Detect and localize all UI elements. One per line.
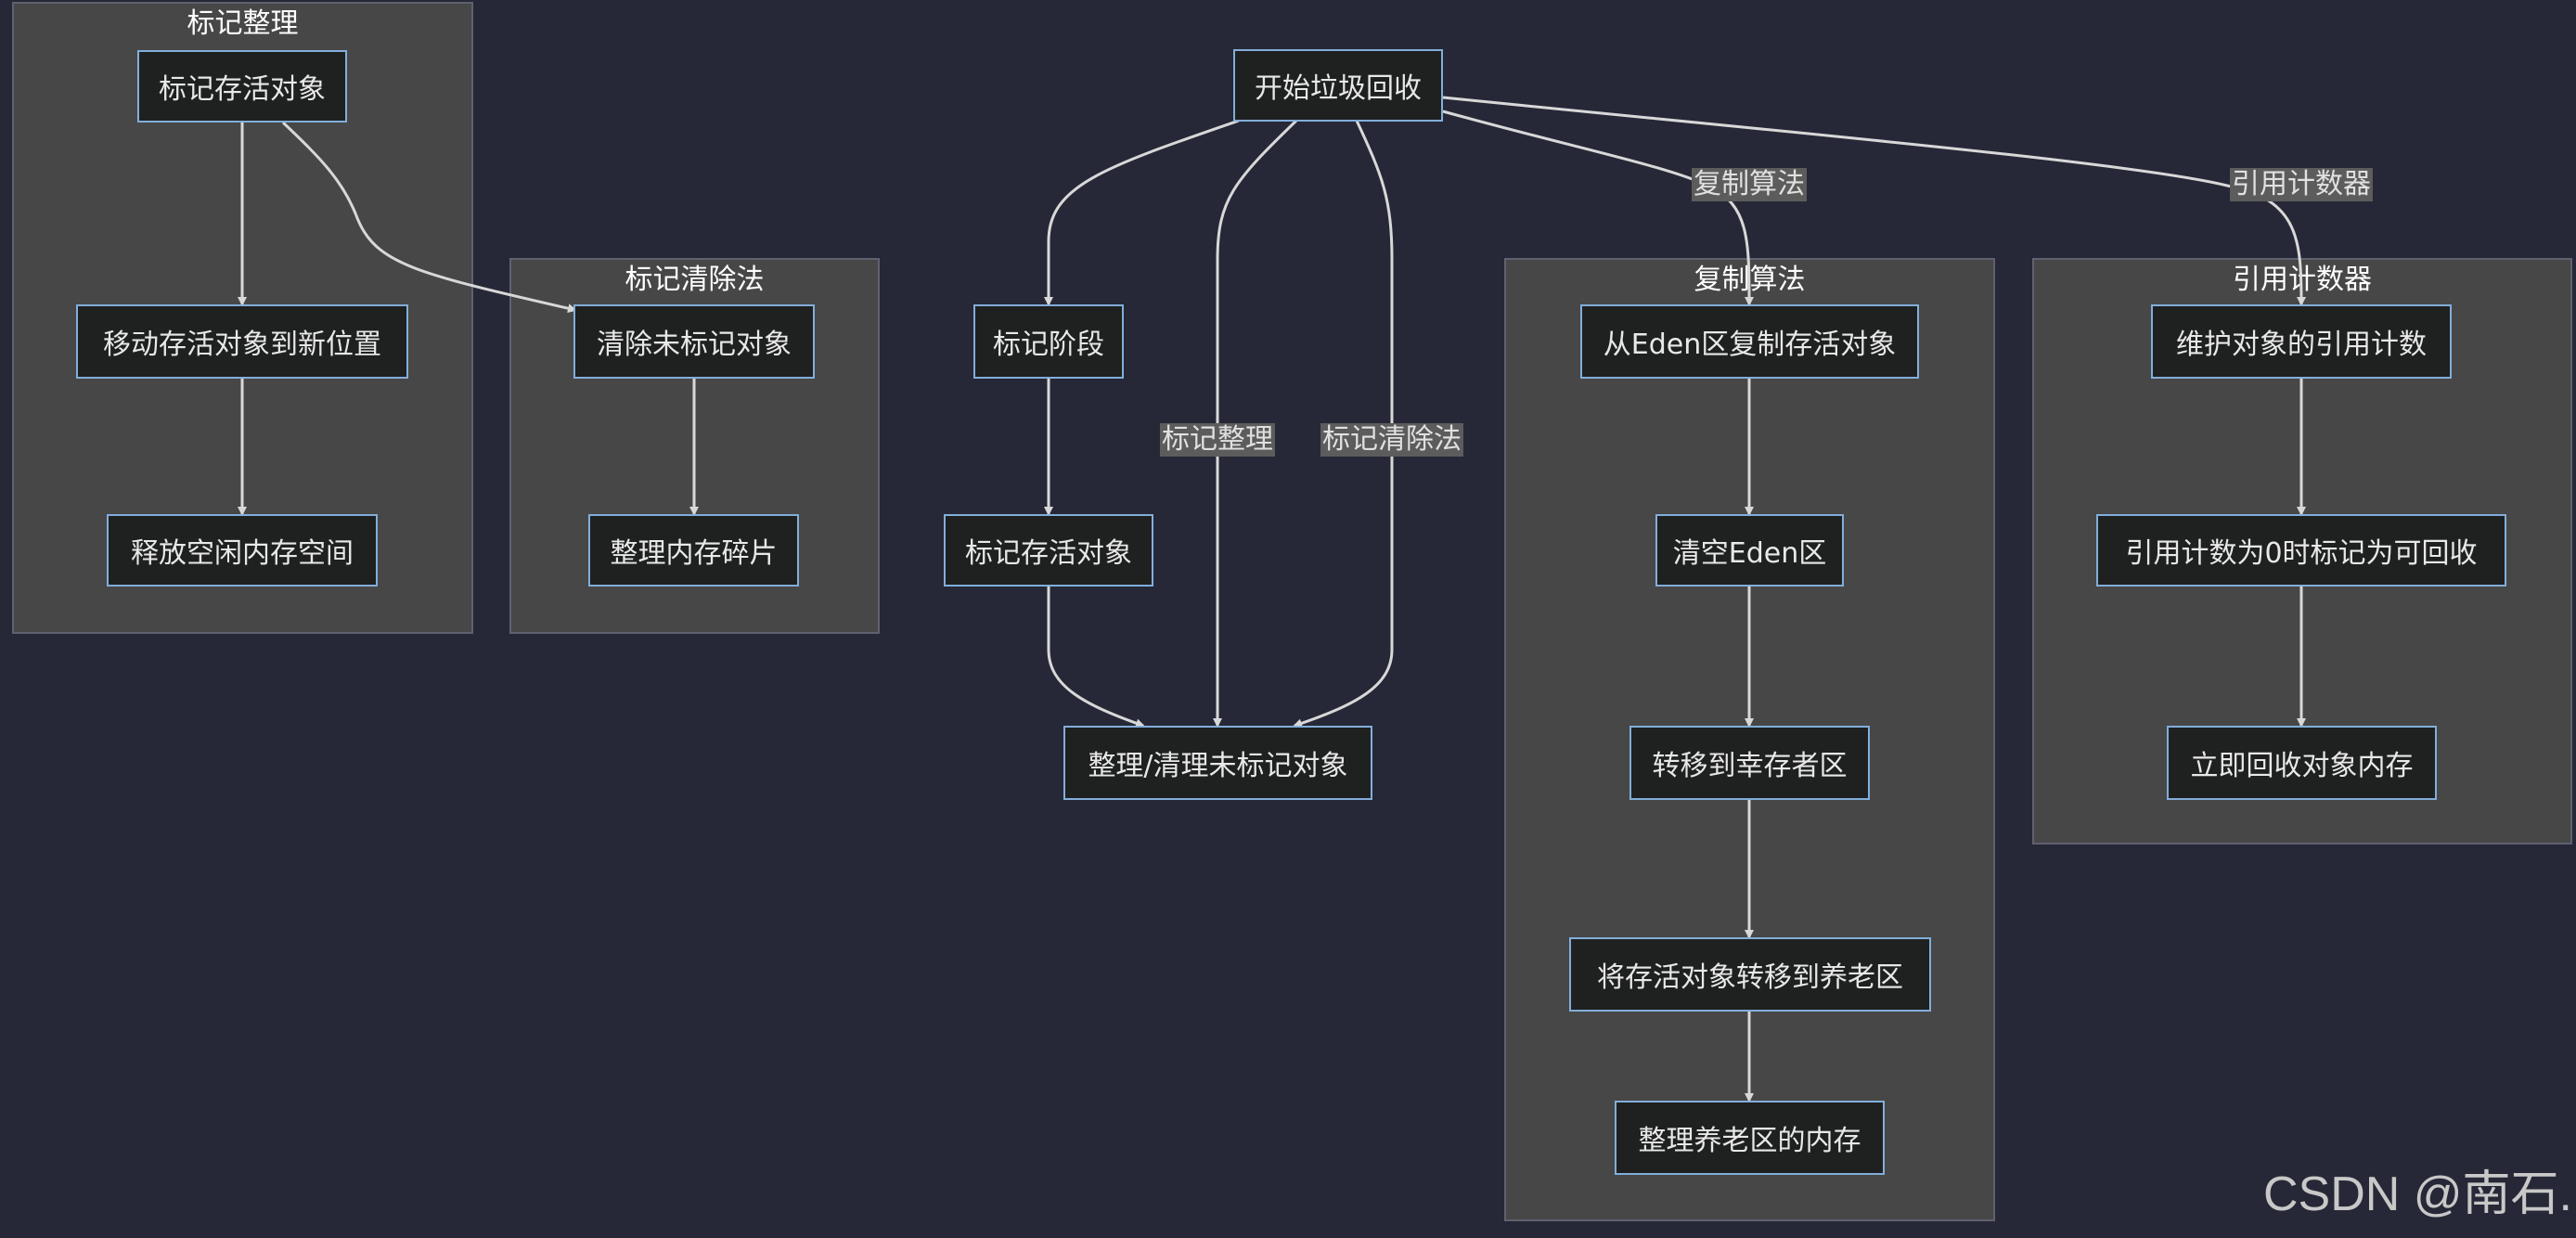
- edge-start-mark-compact: [1213, 119, 1298, 728]
- edge-mark-live-to-compact-clean: [1047, 587, 1145, 729]
- node-rc-reclaim[interactable]: 立即回收对象内存: [2167, 726, 2437, 800]
- node-cp-clear[interactable]: 清空Eden区: [1655, 514, 1844, 587]
- cluster-title: 标记清除法: [625, 264, 765, 296]
- node-cp-compact-old[interactable]: 整理养老区的内存: [1615, 1101, 1885, 1175]
- edge-start-ref-count: [1442, 96, 2306, 306]
- node-mc-move[interactable]: 移动存活对象到新位置: [76, 304, 408, 379]
- edge-label-ref-count: 引用计数器: [2230, 168, 2373, 201]
- node-ms-defrag[interactable]: 整理内存碎片: [588, 514, 799, 587]
- watermark: CSDN @南石.: [2262, 1167, 2572, 1221]
- node-mc-release[interactable]: 释放空闲内存空间: [107, 514, 378, 587]
- edge-start-to-mark-phase: [1044, 119, 1240, 306]
- node-rc-maintain[interactable]: 维护对象的引用计数: [2151, 304, 2452, 379]
- node-cp-old[interactable]: 将存活对象转移到养老区: [1569, 937, 1931, 1012]
- node-rc-mark-zero[interactable]: 引用计数为0时标记为可回收: [2096, 514, 2506, 587]
- edge-mc-mark-to-ms-clear: [281, 121, 577, 314]
- edge-label-mark-sweep: 标记清除法: [1320, 423, 1463, 457]
- node-cp-copy[interactable]: 从Eden区复制存活对象: [1580, 304, 1919, 379]
- node-mark-live[interactable]: 标记存活对象: [944, 514, 1153, 587]
- node-ms-clear[interactable]: 清除未标记对象: [573, 304, 815, 379]
- edge-label-mark-compact: 标记整理: [1160, 423, 1275, 457]
- node-mark-phase[interactable]: 标记阶段: [973, 304, 1124, 379]
- cluster-title: 标记整理: [187, 7, 299, 40]
- node-compact-clean[interactable]: 整理/清理未标记对象: [1063, 726, 1372, 800]
- edge-start-copying: [1442, 110, 1754, 306]
- node-cp-survivor[interactable]: 转移到幸存者区: [1629, 726, 1870, 800]
- node-start-gc[interactable]: 开始垃圾回收: [1233, 49, 1443, 122]
- edge-label-copying: 复制算法: [1692, 168, 1807, 201]
- node-mc-mark-live[interactable]: 标记存活对象: [137, 50, 347, 123]
